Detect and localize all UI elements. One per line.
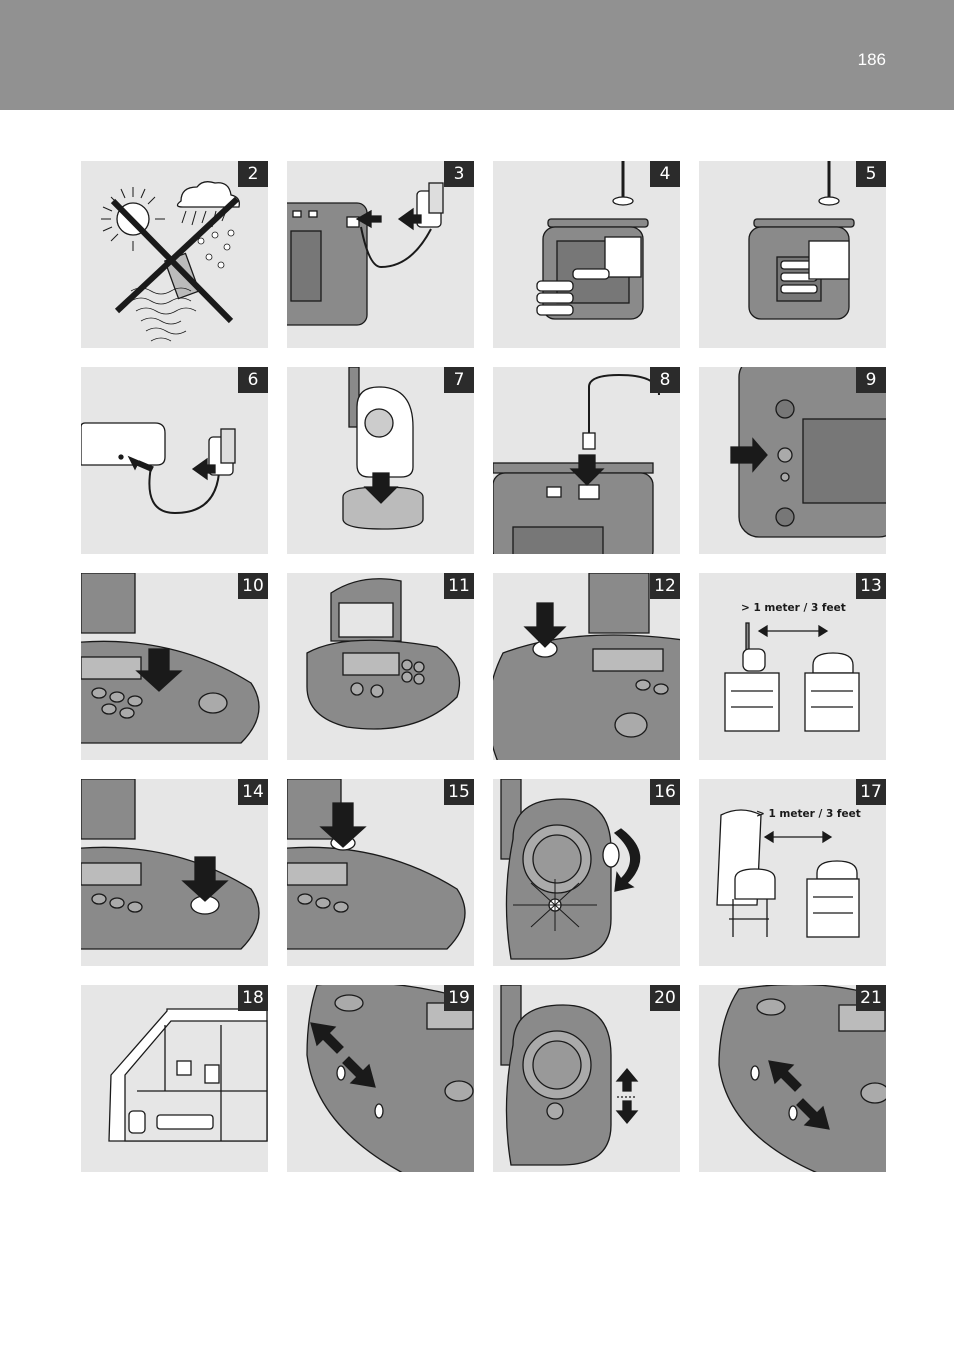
press-keypad-button-icon [81,573,260,744]
step-number: 15 [444,779,474,805]
step-number: 6 [238,367,268,393]
step-number: 18 [238,985,268,1011]
connect-adapter-charger-icon [81,422,236,515]
page-header: 186 [0,0,954,110]
house-placement-icon [108,1008,268,1142]
step-panel-17: > 1 meter / 3 feet 17 [699,779,886,966]
step-panel-21: 21 [699,985,886,1172]
side-volume-buttons-icon [306,985,474,1172]
step-panel-4: 4 [493,161,680,348]
step-number: 16 [650,779,680,805]
step-number: 5 [856,161,886,187]
step-panel-6: 6 [81,367,268,554]
step-panel-9: 9 [699,367,886,554]
step-panel-3: 3 [287,161,474,348]
press-top-button-icon [493,573,680,760]
step-panel-11: 11 [287,573,474,760]
step-panel-10: 10 [81,573,268,760]
step-number: 21 [856,985,886,1011]
step-panel-13: > 1 meter / 3 feet 13 [699,573,886,760]
press-menu-button-icon [287,779,466,950]
connect-adapter-parent-unit-icon [287,182,444,326]
page-number: 186 [857,50,886,69]
step-panel-14: 14 [81,779,268,966]
open-battery-cover-icon [536,161,649,320]
step-panel-16: 16 [493,779,680,966]
step-number: 13 [856,573,886,599]
step-panel-18: 18 [81,985,268,1172]
step-panel-5: 5 [699,161,886,348]
step-number: 9 [856,367,886,393]
plug-phone-cable-icon [493,373,660,554]
baby-unit-light-icon [500,779,641,960]
place-unit-in-charger-icon [342,367,424,530]
step-number: 20 [650,985,680,1011]
step-panel-20: 20 [493,985,680,1172]
step-panel-8: 8 [493,367,680,554]
no-weather-exposure-icon [101,181,240,342]
step-number: 11 [444,573,474,599]
step-number: 3 [444,161,474,187]
step-number: 17 [856,779,886,805]
distance-crib-icon [716,809,860,938]
step-number: 4 [650,161,680,187]
distance-units-icon [724,622,860,732]
parent-unit-overview-icon [306,578,461,730]
step-number: 10 [238,573,268,599]
press-ok-button-icon [81,779,260,950]
step-number: 8 [650,367,680,393]
step-number: 7 [444,367,474,393]
side-buttons-icon [718,985,886,1172]
step-panel-7: 7 [287,367,474,554]
baby-unit-volume-icon [500,985,639,1166]
step-panel-2: 2 [81,161,268,348]
step-number: 12 [650,573,680,599]
distance-caption: > 1 meter / 3 feet [756,808,861,820]
step-panel-12: 12 [493,573,680,760]
press-back-button-icon [730,367,886,538]
step-panel-19: 19 [287,985,474,1172]
step-number: 14 [238,779,268,805]
close-battery-cover-icon [748,161,855,320]
step-panel-15: 15 [287,779,474,966]
step-number: 2 [238,161,268,187]
distance-caption: > 1 meter / 3 feet [741,602,846,614]
step-number: 19 [444,985,474,1011]
